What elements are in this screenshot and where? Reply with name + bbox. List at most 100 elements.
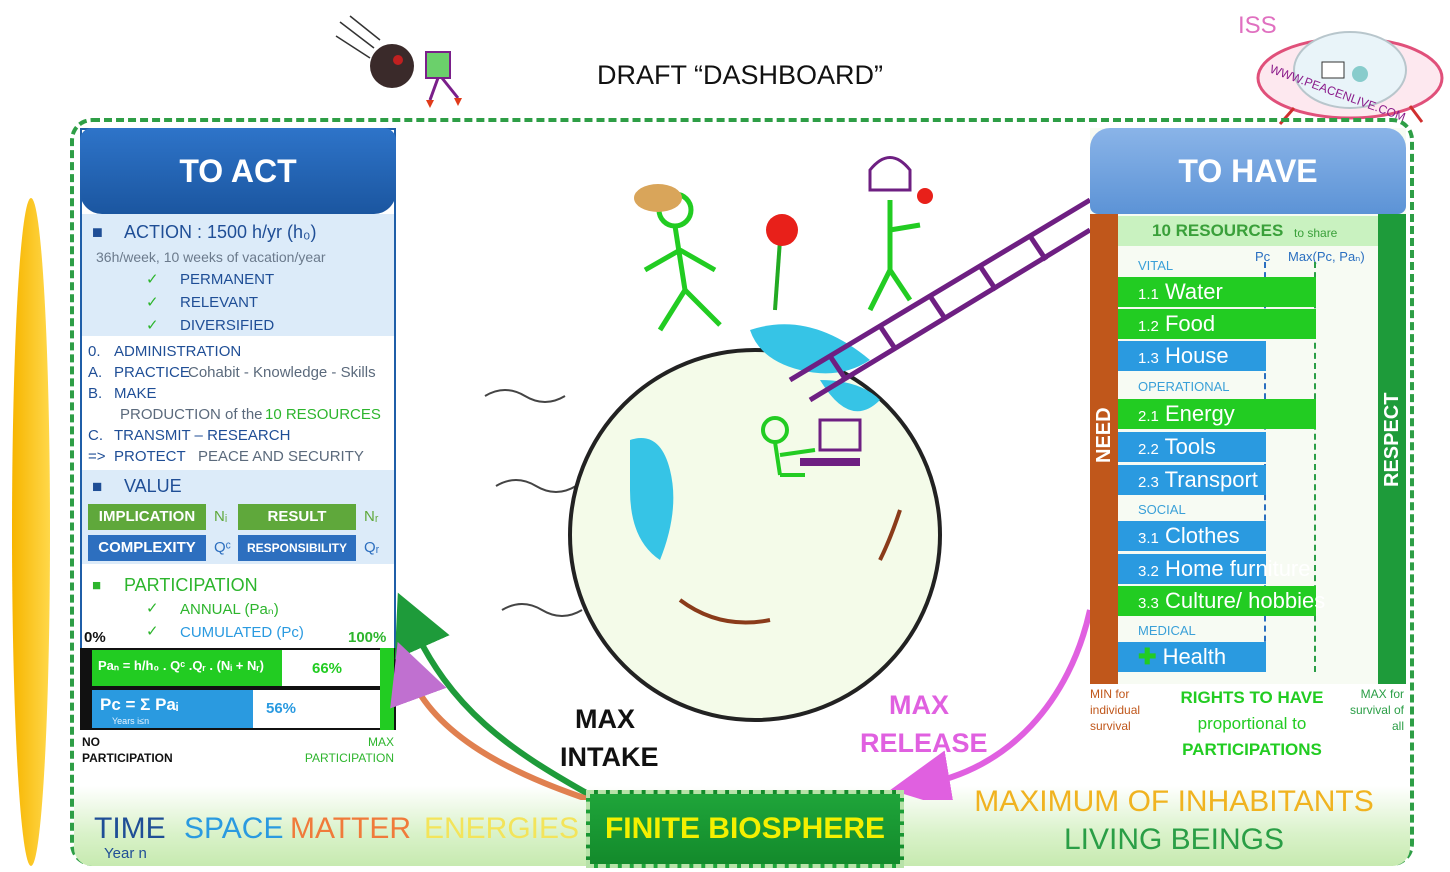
globe bbox=[568, 348, 942, 722]
resource-clothes: 3.1 Clothes bbox=[1118, 521, 1266, 551]
activity-code: 0. bbox=[88, 343, 101, 360]
activity-label: PRACTICE bbox=[114, 364, 190, 381]
category-operational: OPERATIONAL bbox=[1138, 379, 1230, 394]
resource-house: 1.3 House bbox=[1118, 341, 1266, 371]
check-icon: ✓ bbox=[146, 271, 159, 288]
quality-relevant: RELEVANT bbox=[180, 294, 259, 311]
resource-tools: 2.2 Tools bbox=[1118, 432, 1266, 462]
page-title: DRAFT “DASHBOARD” bbox=[596, 60, 884, 90]
continent bbox=[630, 438, 674, 560]
wind-line bbox=[501, 603, 583, 617]
check-icon: ✓ bbox=[146, 600, 159, 617]
activity-extra: PEACE AND SECURITY bbox=[198, 448, 364, 465]
resource-energy: 2.1 Energy bbox=[1118, 399, 1316, 429]
wind-line bbox=[495, 479, 577, 493]
responsibility-box: RESPONSIBILITY bbox=[238, 535, 356, 561]
resources-title: 10 RESOURCES bbox=[1152, 221, 1284, 240]
pa-value: 66% bbox=[312, 660, 343, 677]
meteor-robot-drawing bbox=[335, 15, 462, 108]
activity-extra: 10 RESOURCES bbox=[265, 406, 381, 423]
rights-line-2: proportional to bbox=[1197, 714, 1307, 733]
pa-bar-track bbox=[92, 650, 380, 686]
activity-extra: Cohabit - Knowledge - Skills bbox=[188, 364, 376, 381]
activity-label: ADMINISTRATION bbox=[114, 343, 242, 360]
n-r-label: Nᵣ bbox=[364, 508, 379, 525]
finite-biosphere: FINITE BIOSPHERE bbox=[586, 790, 904, 868]
category-social: SOCIAL bbox=[1138, 502, 1186, 517]
footer-energies: ENERGIES bbox=[424, 812, 580, 845]
complexity-box: COMPLEXITY bbox=[88, 535, 206, 561]
quality-permanent: PERMANENT bbox=[180, 271, 275, 288]
resource-home-furniture: 3.2 Home furniture bbox=[1118, 554, 1311, 584]
pc-bar-track bbox=[92, 690, 380, 728]
pc-bar-fill bbox=[92, 690, 254, 728]
activity-label: PROTECT bbox=[114, 448, 186, 465]
iss-drawing bbox=[1256, 31, 1444, 125]
action-title: ACTION : 1500 h/yr (h₀) bbox=[124, 222, 317, 242]
iss-label: ISS bbox=[1238, 12, 1277, 39]
land-mark bbox=[878, 509, 902, 561]
n-i-label: Nᵢ bbox=[214, 508, 228, 525]
resources-title-bar bbox=[1118, 216, 1378, 246]
wind-line bbox=[484, 389, 566, 403]
sun-glow bbox=[12, 198, 50, 866]
no-participation-label: NO PARTICIPATION bbox=[82, 735, 173, 765]
footer-max-inhabitants: MAXIMUM OF INHABITANTS bbox=[974, 785, 1374, 818]
footer-living-beings: LIVING BEINGS bbox=[1063, 823, 1285, 856]
to-act-header: TO ACT bbox=[80, 128, 396, 214]
resource-food: 1.2 Food bbox=[1118, 309, 1316, 339]
check-icon: ✓ bbox=[146, 623, 159, 640]
resource-culture-hobbies: 3.3 Culture/ hobbies bbox=[1118, 586, 1325, 616]
max-release-label: MAX RELEASE bbox=[860, 690, 988, 758]
respect-bar bbox=[1378, 214, 1406, 684]
pct-full: 100% bbox=[348, 629, 387, 646]
ladder bbox=[788, 197, 1090, 403]
to-have-header: TO HAVE bbox=[1090, 128, 1406, 214]
annual-label: ANNUAL (Paₙ) bbox=[180, 601, 279, 618]
activity-code: => bbox=[88, 448, 106, 465]
resource-water: 1.1 Water bbox=[1118, 277, 1316, 307]
intake-arrow-green bbox=[394, 592, 592, 798]
need-label: NEED bbox=[1093, 407, 1115, 463]
min-label: MIN for individual survival bbox=[1090, 687, 1141, 733]
max-guide bbox=[1314, 262, 1316, 672]
col-max: Max(Pc, Paₙ) bbox=[1288, 249, 1365, 264]
desk bbox=[800, 458, 860, 466]
farmer-figure bbox=[643, 191, 722, 332]
activity-label: PRODUCTION of the bbox=[120, 406, 263, 423]
intake-arrow-orange bbox=[390, 641, 591, 800]
max-intake-label: MAX INTAKE bbox=[560, 704, 659, 772]
pa-bar-fill bbox=[92, 650, 283, 686]
rights-line-1: RIGHTS TO HAVE bbox=[1180, 688, 1324, 707]
footer-space: SPACE bbox=[184, 812, 284, 845]
participation-title: PARTICIPATION bbox=[124, 575, 258, 595]
resource-health: ✚ Health bbox=[1118, 642, 1266, 672]
straw-hat bbox=[634, 184, 682, 212]
activity-label: MAKE bbox=[114, 385, 157, 402]
worker-figure bbox=[761, 416, 816, 477]
q-r-label: Qᵣ bbox=[364, 539, 380, 556]
respect-label: RESPECT bbox=[1381, 392, 1403, 488]
participation-bullet: ■ bbox=[92, 577, 102, 594]
release-arrow bbox=[890, 609, 1093, 800]
action-bullet: ■ bbox=[92, 222, 103, 242]
quality-diversified: DIVERSIFIED bbox=[180, 317, 275, 334]
flower-stem bbox=[773, 239, 782, 311]
max-label: MAX for survival of all bbox=[1349, 687, 1404, 733]
pc-subscript: Years i≤n bbox=[112, 716, 150, 726]
q-c-label: Qᶜ bbox=[214, 539, 231, 556]
result-box: RESULT bbox=[238, 504, 356, 530]
flow-arrows bbox=[390, 592, 1093, 800]
check-icon: ✓ bbox=[146, 294, 159, 311]
category-medical: MEDICAL bbox=[1138, 623, 1196, 638]
pc-formula: Pc = Σ Paᵢ bbox=[100, 695, 179, 714]
footer-year: Year n bbox=[104, 845, 147, 862]
action-subtitle: 36h/week, 10 weeks of vacation/year bbox=[96, 249, 326, 265]
need-bar bbox=[1090, 214, 1118, 684]
activity-code: B. bbox=[88, 385, 103, 402]
health-cross-icon: ✚ bbox=[1138, 644, 1157, 669]
activity-code: C. bbox=[88, 427, 103, 444]
category-vital: VITAL bbox=[1138, 258, 1174, 273]
robot-helmet bbox=[868, 156, 912, 192]
activity-label: TRANSMIT – RESEARCH bbox=[114, 427, 291, 444]
